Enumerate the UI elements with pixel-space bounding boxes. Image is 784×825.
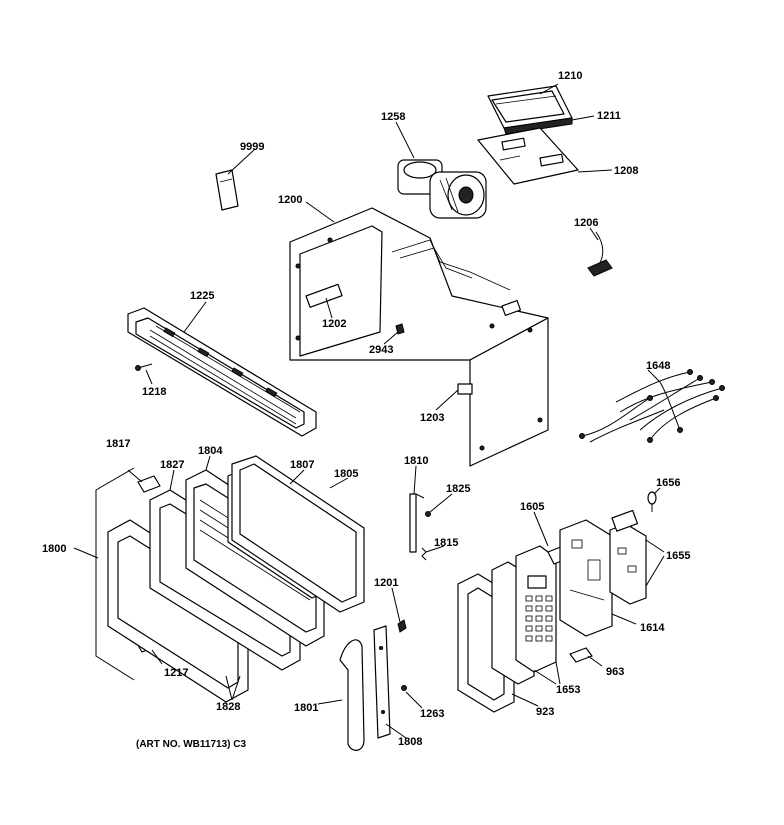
part-1206-cord: [587, 231, 613, 277]
label-1804: 1804: [198, 445, 223, 457]
label-1225: 1225: [190, 290, 214, 302]
label-1211: 1211: [597, 110, 621, 122]
part-1800-door-assembly: [95, 467, 135, 681]
label-1263: 1263: [420, 708, 444, 720]
part-1258-blower: [397, 159, 487, 219]
label-1258: 1258: [381, 111, 405, 123]
label-1656: 1656: [656, 477, 680, 489]
label-1810: 1810: [404, 455, 428, 467]
label-1655: 1655: [666, 550, 690, 562]
label-1653: 1653: [556, 684, 580, 696]
part-1655-relay-board: [609, 509, 647, 605]
label-2943: 2943: [369, 344, 393, 356]
part-1208-plate: [477, 127, 579, 185]
label-1815: 1815: [434, 537, 458, 549]
part-1614-control-board: [559, 519, 613, 637]
label-1800: 1800: [42, 543, 66, 555]
part-1656-fuse: [647, 491, 657, 512]
label-1206: 1206: [574, 217, 598, 229]
part-1815-spring: [421, 547, 427, 561]
part-1825-screw: [425, 511, 431, 517]
label-963: 963: [606, 666, 624, 678]
part-1210-grille: [487, 85, 573, 135]
part-963-switch: [569, 647, 593, 663]
label-1201: 1201: [374, 577, 398, 589]
label-1218: 1218: [142, 386, 166, 398]
part-1225-vent-grille: [127, 307, 317, 437]
label-1805: 1805: [334, 468, 358, 480]
part-1810-latch: [409, 493, 425, 553]
label-1202: 1202: [322, 318, 346, 330]
label-1614: 1614: [640, 622, 665, 634]
part-labels: 1210 1211 1258 1208 9999 1200 1206 1225 …: [42, 70, 690, 748]
label-1208: 1208: [614, 165, 638, 177]
label-923: 923: [536, 706, 554, 718]
part-1201-screw: [397, 619, 407, 633]
leader-lines: [73, 83, 665, 739]
part-1817-hinge: [127, 469, 161, 493]
label-1200: 1200: [278, 194, 302, 206]
label-1210: 1210: [558, 70, 582, 82]
label-1648: 1648: [646, 360, 670, 372]
part-1200-cabinet: [289, 207, 549, 467]
part-1218-screw: [135, 363, 153, 371]
part-1653-keypad: [515, 545, 557, 673]
art-number-caption: (ART NO. WB11713) C3: [136, 739, 246, 750]
label-1827: 1827: [160, 459, 184, 471]
part-1648-wire-harness: [579, 369, 725, 443]
label-1808: 1808: [398, 736, 422, 748]
label-1605: 1605: [520, 501, 544, 513]
label-1825: 1825: [446, 483, 470, 495]
part-1808-bracket: [373, 625, 391, 739]
part-1805-seal: [231, 455, 365, 613]
label-1203: 1203: [420, 412, 444, 424]
label-1801: 1801: [294, 702, 318, 714]
part-1828-door-panel: [107, 519, 249, 703]
part-1801-handle: [339, 639, 365, 751]
part-2943-screw: [395, 323, 405, 335]
label-1807: 1807: [290, 459, 314, 471]
label-1817: 1817: [106, 438, 130, 450]
label-1828: 1828: [216, 701, 240, 713]
part-9999-card: [215, 169, 239, 211]
part-1263-screw: [401, 685, 407, 691]
label-1217: 1217: [164, 667, 188, 679]
label-9999: 9999: [240, 141, 264, 153]
